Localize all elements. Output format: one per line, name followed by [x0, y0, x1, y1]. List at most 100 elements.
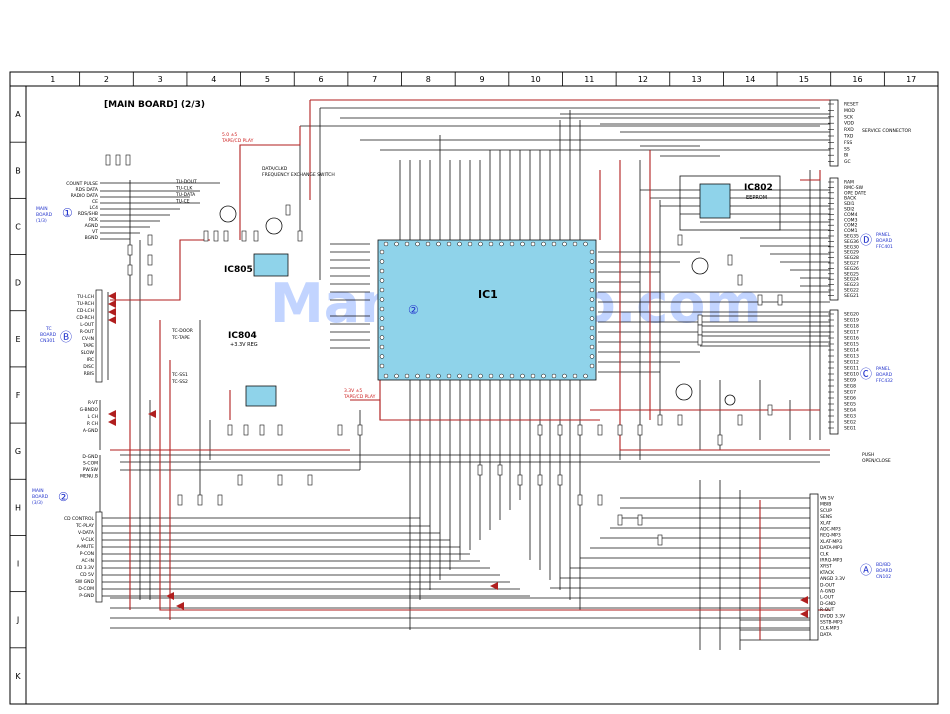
ic1-pin [488, 241, 494, 247]
svg-text:BOARD: BOARD [40, 332, 57, 338]
ic1-pin [499, 373, 504, 379]
service-pin-label: MOD [844, 108, 855, 114]
resistor [125, 154, 131, 166]
left-signal-label: LC4 [89, 205, 98, 211]
panel-top-pin-label: COM2 [844, 223, 858, 229]
resistor [147, 274, 153, 286]
column-label-5: 5 [265, 75, 270, 84]
row-label-K: K [15, 672, 21, 681]
resistor [307, 474, 313, 486]
resistor [637, 424, 643, 436]
resistor [177, 494, 183, 506]
ref-tc-board: TC BOARD CN301 Ⓑ [40, 326, 72, 344]
ref-push-switch: PUSH OPEN/CLOSE [862, 452, 891, 464]
tc-side-label: TC-SS1 [171, 372, 188, 378]
resistor [767, 404, 773, 416]
resistor [597, 494, 603, 506]
svg-text:OPEN/CLOSE: OPEN/CLOSE [862, 458, 891, 464]
resistor [223, 230, 229, 242]
resistor [213, 230, 219, 242]
ic1-pin [583, 241, 588, 247]
ic1-pin [509, 373, 515, 379]
column-label-8: 8 [426, 75, 431, 84]
lower-left2-label: PW.SW [83, 467, 99, 473]
svg-text:FFC401: FFC401 [876, 244, 893, 250]
ic1-pin [379, 344, 385, 350]
ic1-pin [394, 241, 399, 247]
ic1-pin [457, 373, 462, 379]
resistor [537, 424, 543, 436]
resistor [697, 324, 703, 336]
cd-signal-label: P-GND [79, 593, 94, 599]
panel-top-pin-label: COM1 [844, 228, 858, 234]
cd-board-pin-label: SSTB-MP3 [820, 620, 843, 626]
column-label-1: 1 [50, 75, 55, 84]
ic1-pin [530, 373, 536, 379]
resistor [717, 434, 723, 446]
tc-connector-label: SLOW [81, 350, 95, 356]
cd-board-pin-label: XRST [820, 564, 832, 570]
resistor [105, 154, 111, 166]
column-label-13: 13 [691, 75, 701, 84]
panel-top-pin-label: SEG36 [844, 239, 859, 245]
panel-mid-pins: SEG20SEG19SEG18SEG17SEG16SEG15SEG14SEG13… [828, 312, 859, 432]
resistor [277, 474, 283, 486]
lower-left-label: G-BNDO [80, 407, 99, 413]
row-label-F: F [16, 391, 21, 400]
lower-left-label: R-VT [88, 400, 98, 406]
resistor [253, 230, 259, 242]
svg-text:CN102: CN102 [876, 574, 891, 580]
svg-text:PANEL: PANEL [876, 366, 891, 372]
left-signal-label: RCK [89, 217, 99, 223]
ic1-pin [404, 373, 410, 379]
resistor [147, 234, 153, 246]
column-label-16: 16 [852, 75, 862, 84]
resistor [197, 494, 203, 506]
ic1-pin [589, 268, 595, 274]
left-signal-label: RADIO DATA [71, 193, 99, 199]
tc-side-label: TC-DOOR [171, 328, 193, 334]
tc-connector-labels: TU-LCHTU-RCHCD-LCHCD-RCHL-OUTR-OUTCV-INT… [76, 294, 95, 377]
ic1-pin [589, 325, 595, 331]
ref-panel-c: Ⓒ PANEL BOARD FFC432 [860, 366, 893, 384]
panel-top-pin-label: COM4 [844, 212, 858, 218]
lower-left2-label: MENU.B [80, 474, 98, 480]
ic1-pin [583, 373, 588, 379]
transistors [219, 205, 736, 406]
svg-text:(1/3): (1/3) [36, 218, 47, 224]
ic1-pin [499, 241, 504, 247]
ic1-pin [457, 241, 462, 247]
resistor [557, 474, 563, 486]
tc-connector [95, 289, 103, 383]
freq-switch-1: DATA/CLKD [262, 166, 288, 172]
panel-top-pin-label: SDI2 [844, 207, 855, 213]
ic1-pin [551, 241, 557, 247]
marker-d: Ⓓ [860, 233, 872, 247]
ic1-pin [589, 354, 595, 359]
lower-left2-label: S-COM [83, 461, 98, 467]
tc-connector-label: IRC [87, 357, 94, 363]
ic1-pin [436, 373, 441, 379]
row-label-G: G [15, 447, 21, 456]
panel-mid-pin-label: SEG16 [844, 336, 859, 342]
tuner-label: TU-DOUT [175, 179, 197, 185]
svg-text:PUSH: PUSH [862, 452, 874, 458]
svg-text:BD/BD: BD/BD [876, 562, 891, 568]
red-note-3: 3.3V ±5 [344, 388, 362, 394]
panel-mid-pin-label: SEG6 [844, 396, 856, 402]
ic1-pin [589, 278, 595, 283]
ic1-pin [383, 373, 389, 379]
ic1-pin [415, 241, 420, 247]
tc-side-label: TC-TAPE [171, 335, 190, 341]
column-label-14: 14 [745, 75, 755, 84]
cd-board-pin-label: XLAT-MP3 [820, 539, 842, 545]
panel-mid-pin-label: SEG14 [844, 348, 859, 354]
resistor [727, 254, 733, 266]
resistor [217, 494, 223, 506]
ic1-pin [467, 241, 473, 247]
cd-board-pin-label: IRRQ-MP3 [820, 558, 842, 564]
svg-text:BOARD: BOARD [36, 212, 53, 218]
